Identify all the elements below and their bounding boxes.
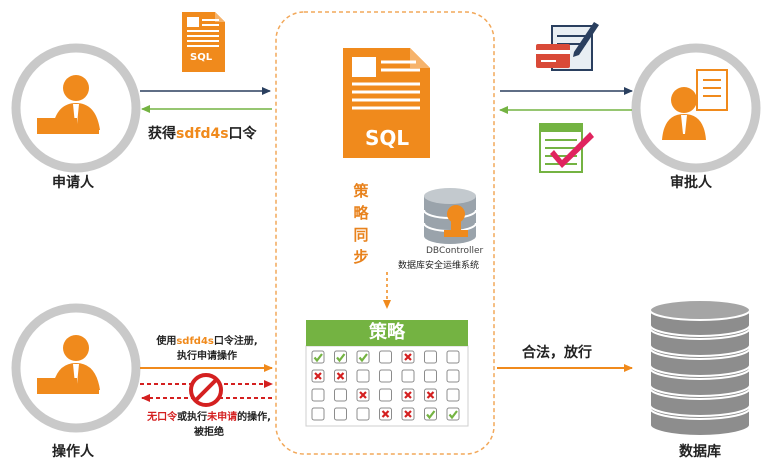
grid-cell-empty [446, 388, 460, 402]
get-password-suffix: 口令 [228, 126, 257, 142]
cross-icon [381, 410, 390, 418]
grid-cell-empty [334, 407, 347, 421]
grid-cell-check [446, 407, 460, 421]
register-caption: 使用sdfd4s口令注册, 执行申请操作 [148, 334, 266, 364]
database-icon [649, 299, 751, 437]
sql-document-small-icon [182, 12, 225, 72]
grid-cell-cross [424, 388, 437, 402]
grid-cell-empty [446, 350, 460, 364]
sql-small-label: SQL [190, 52, 213, 63]
grid-cell-empty [379, 388, 392, 402]
check-icon [448, 410, 458, 420]
grid-cell-cross [401, 388, 415, 402]
grid-cell-cross [356, 388, 370, 402]
sql-document-large-icon [343, 48, 430, 158]
forbidden-icon [189, 373, 223, 407]
strategy-sync-label: 策 略 同 步 [352, 180, 370, 268]
grid-cell-cross [401, 350, 415, 364]
approval-card-pen-icon [536, 22, 599, 71]
grid-cell-empty [379, 350, 392, 364]
denied-text: 被拒绝 [194, 427, 224, 438]
sync-char-3: 同 [353, 226, 369, 244]
cross-icon [426, 391, 435, 399]
grid-cell-cross [379, 407, 392, 421]
get-password-prefix: 获得 [148, 126, 176, 142]
dbcontroller-name: DBController [426, 246, 484, 256]
sync-char-2: 略 [353, 204, 369, 222]
sql-large-label: SQL [365, 126, 410, 150]
grid-cell-empty [334, 388, 347, 402]
grid-cell-empty [401, 369, 415, 383]
cross-icon [404, 353, 412, 361]
exec-request-text: 执行申请操作 [177, 351, 237, 362]
grid-cell-empty [311, 388, 325, 402]
strategy-title: 策略 [306, 320, 468, 346]
operator-avatar [11, 303, 141, 433]
cross-icon [404, 410, 412, 418]
operator-label: 操作人 [52, 444, 94, 460]
grid-cell-check [311, 350, 325, 364]
cross-icon [314, 372, 322, 380]
grid-cell-cross [311, 369, 325, 383]
grid-cell-check [356, 350, 370, 364]
grid-cell-empty [356, 407, 370, 421]
approver-avatar [631, 43, 761, 173]
grid-cell-empty [311, 407, 325, 421]
grid-cell-empty [356, 369, 370, 383]
grid-cell-empty [424, 350, 437, 364]
cross-icon [336, 372, 345, 380]
check-icon [426, 410, 436, 420]
use-suffix: 口令注册, [213, 336, 258, 347]
grid-cell-check [334, 350, 347, 364]
grid-cell-cross [401, 407, 415, 421]
deny-or-exec: 或执行 [177, 412, 208, 423]
check-icon [358, 353, 368, 363]
get-password-label: 获得sdfd4s口令 [148, 123, 257, 143]
deny-op: 的操作, [237, 412, 271, 423]
applicant-label: 申请人 [52, 175, 94, 191]
deny-unrequested: 未申请 [207, 412, 238, 423]
approved-document-icon [539, 123, 594, 173]
cross-icon [359, 391, 367, 399]
grid-cell-cross [334, 369, 347, 383]
strategy-grid [311, 350, 460, 421]
central-system-boundary [275, 11, 495, 455]
dbcontroller-desc: 数据库安全运维系统 [398, 261, 480, 271]
database-label: 数据库 [679, 444, 721, 460]
password-text: sdfd4s [176, 126, 229, 142]
register-password: sdfd4s [176, 336, 214, 347]
sync-char-1: 策 [353, 182, 369, 200]
approver-label: 审批人 [670, 175, 712, 191]
dbcontroller-icon [423, 188, 477, 244]
grid-cell-empty [379, 369, 392, 383]
check-icon [336, 353, 346, 363]
check-icon [313, 353, 323, 363]
sync-char-4: 步 [353, 248, 369, 266]
deny-no-password: 无口令 [147, 412, 178, 423]
cross-icon [404, 391, 412, 399]
use-prefix: 使用 [156, 336, 177, 347]
grid-cell-empty [446, 369, 460, 383]
applicant-avatar [11, 43, 141, 173]
grid-cell-check [424, 407, 437, 421]
pass-label: 合法，放行 [522, 345, 592, 361]
denied-caption: 无口令或执行未申请的操作, 被拒绝 [140, 410, 278, 440]
grid-cell-empty [424, 369, 437, 383]
